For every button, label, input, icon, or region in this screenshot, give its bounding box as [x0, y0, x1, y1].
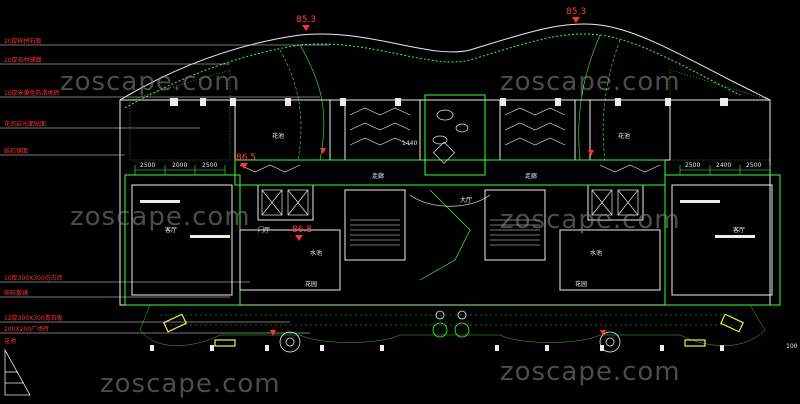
structural-columns	[140, 98, 755, 351]
legend-note: 卵石散铺	[4, 289, 28, 297]
leader-lines	[0, 44, 330, 334]
dimension-text: 100	[786, 343, 798, 350]
building-walls	[119, 94, 781, 306]
room-label: 大厅	[460, 196, 472, 204]
courtyard-feature	[409, 109, 491, 281]
legend-note: 砾石铺面	[4, 147, 28, 155]
room-label: 花池	[618, 132, 630, 140]
dimension-lines	[134, 165, 771, 175]
dimension-text: 2500	[685, 162, 700, 169]
elevation-label: 86.8	[292, 225, 312, 235]
legend-note: 花岗岩光面贴面	[4, 120, 46, 128]
section-marker	[4, 348, 31, 396]
room-label: 走廊	[372, 172, 384, 180]
legend-note: 花池	[4, 337, 16, 345]
elevation-label: 86.5	[236, 153, 256, 163]
room-label: 水池	[590, 249, 602, 257]
tree-symbols	[279, 310, 621, 353]
elevator-shafts	[261, 189, 639, 216]
legend-note: 12厚300X300青石板	[4, 314, 63, 322]
watermark: zoscape.com	[500, 205, 681, 235]
elevation-label: 85.3	[566, 7, 586, 17]
legend-note: 200X200广场砖	[4, 325, 49, 333]
level-markers	[240, 17, 606, 336]
dimension-text: 2500	[746, 162, 761, 169]
legend-note: 20厚碎拼石板	[4, 37, 42, 45]
dimension-text: 2500	[202, 162, 217, 169]
watermark: zoscape.com	[100, 369, 281, 399]
legend-note: 20厚石材铺面	[4, 56, 42, 64]
bay-hatch	[239, 107, 661, 173]
dimension-text: 2500	[140, 162, 155, 169]
room-label: 客厅	[165, 226, 177, 234]
watermark: zoscape.com	[500, 67, 681, 97]
dimension-text: 1440	[402, 140, 417, 147]
elevation-label: 85.3	[296, 15, 316, 25]
legend-note: 10厚300X300仿古砖	[4, 274, 63, 282]
planting-hatch	[129, 34, 771, 161]
room-label: 客厅	[733, 226, 745, 234]
room-label: 水池	[310, 249, 322, 257]
watermark: zoscape.com	[60, 67, 241, 97]
room-label: 花园	[305, 280, 317, 288]
room-label: 花池	[272, 132, 284, 140]
room-label: 走廊	[525, 172, 537, 180]
planter-benches	[163, 313, 744, 347]
room-label: 门厅	[258, 226, 270, 234]
landscape-canopy	[119, 23, 771, 109]
watermark: zoscape.com	[70, 202, 251, 232]
dimension-text: 2000	[172, 162, 187, 169]
room-label: 花园	[575, 280, 587, 288]
dimension-text: 2400	[716, 162, 731, 169]
legend-note: 10厚米黄色防滑地砖	[4, 89, 60, 97]
watermark: zoscape.com	[500, 357, 681, 387]
stair-treads	[350, 219, 540, 246]
